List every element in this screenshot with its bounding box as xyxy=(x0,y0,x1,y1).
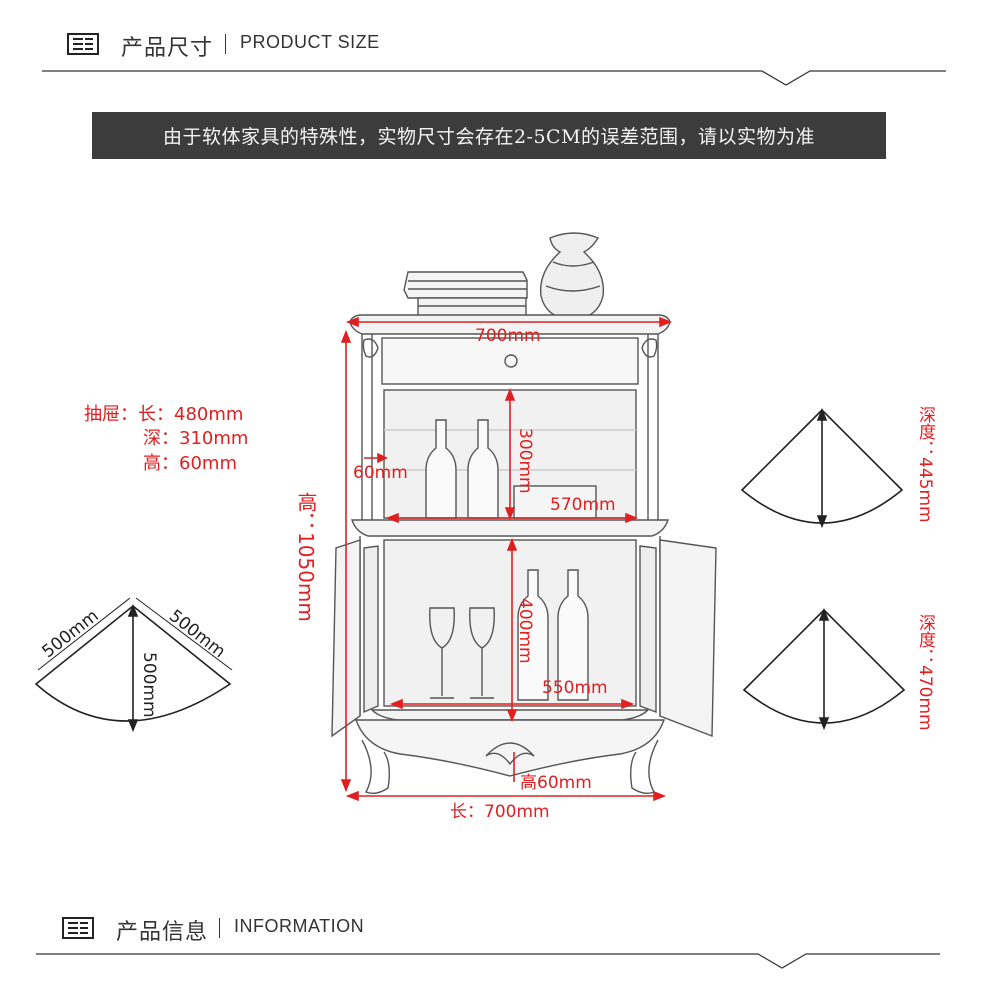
tolerance-notice-banner: 由于软体家具的特殊性，实物尺寸会存在2-5CM的误差范围，请以实物为准 xyxy=(92,112,886,159)
header-separator-top xyxy=(42,70,946,86)
depth-diagram-lower xyxy=(742,607,906,731)
depth-label-lower: 深度：470mm xyxy=(915,614,935,731)
drawer-depth: 深：310mm xyxy=(143,428,249,449)
dim-base-height: 高60mm xyxy=(520,773,592,793)
depth-diagram-upper xyxy=(740,407,904,529)
title-divider xyxy=(219,918,220,938)
menu-icon xyxy=(62,917,94,939)
title-divider xyxy=(225,34,226,54)
drawer-length-row: 抽屉：长：480mm xyxy=(84,400,243,426)
dim-upper-width: 570mm xyxy=(550,495,616,515)
section-title-cn: 产品尺寸 xyxy=(121,36,214,61)
cabinet-sketch xyxy=(331,232,717,795)
dimension-lines xyxy=(340,316,673,802)
dim-lower-height: 400mm xyxy=(515,598,535,664)
dim-upper-height: 300mm xyxy=(515,428,535,494)
section-title-en: PRODUCT SIZE xyxy=(240,32,380,52)
dim-total-height: 高：1050mm xyxy=(294,492,318,622)
section-title-en: INFORMATION xyxy=(234,916,365,936)
corner-depth: 500mm xyxy=(139,652,159,718)
depth-label-upper: 深度：445mm xyxy=(915,406,935,523)
section-title-cn: 产品信息 xyxy=(116,920,209,945)
drawer-label: 抽屉： xyxy=(84,404,138,425)
dim-top-width: 700mm xyxy=(475,326,541,346)
dim-total-length: 长：700mm xyxy=(450,802,550,822)
drawer-height: 高：60mm xyxy=(143,453,237,474)
dim-lower-width: 550mm xyxy=(542,678,608,698)
dim-side-60: 60mm xyxy=(353,463,408,483)
menu-icon xyxy=(67,33,99,55)
header-separator-bottom xyxy=(36,953,940,969)
corner-footprint-diagram xyxy=(34,597,233,733)
drawer-length: 长：480mm xyxy=(138,404,244,425)
section-header-product-size: 产品尺寸 PRODUCT SIZE xyxy=(0,0,990,80)
section-header-information: 产品信息 INFORMATION xyxy=(0,884,990,964)
